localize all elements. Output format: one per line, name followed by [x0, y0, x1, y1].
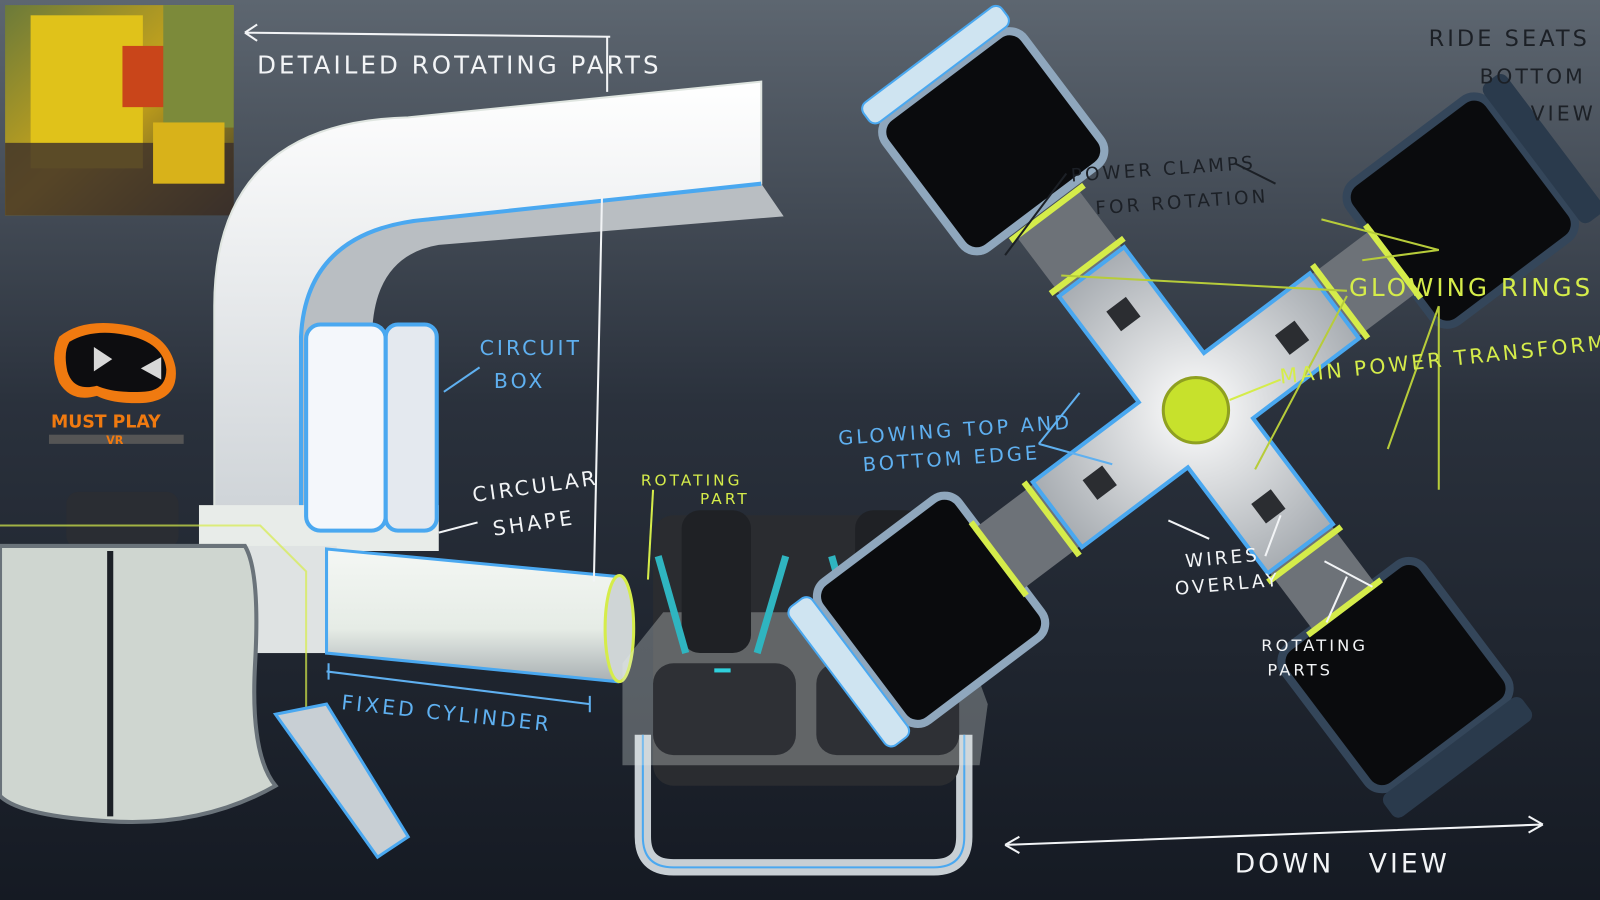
circular-housing — [0, 491, 411, 860]
reference-photo — [5, 5, 234, 216]
seat-left — [653, 510, 796, 756]
label-detailed-rotating-parts: DETAILED ROTATING PARTS — [257, 50, 661, 79]
circuit-box — [304, 322, 439, 533]
label-ride-seats-3: VIEW — [1531, 101, 1596, 125]
fixed-cylinder — [244, 545, 636, 684]
svg-text:MUST PLAY: MUST PLAY — [51, 413, 161, 433]
annotation-lines — [244, 23, 1544, 854]
label-circuit-box: CIRCUIT — [480, 336, 582, 360]
label-ride-seats: RIDE SEATS — [1429, 26, 1590, 52]
main-power-transformer — [1161, 376, 1231, 445]
label-rotating-parts: ROTATING — [1261, 636, 1368, 655]
glowing-rings — [968, 182, 1424, 638]
label-glowing-rings: GLOWING RINGS — [1349, 273, 1593, 302]
label-ride-seats-2: BOTTOM — [1480, 65, 1586, 89]
svg-text:VR: VR — [106, 434, 124, 447]
label-rotating-parts-2: PARTS — [1267, 661, 1333, 680]
label-circuit-box-2: BOX — [494, 369, 546, 393]
label-rotating-part-2: PART — [700, 490, 750, 508]
power-clamps — [1082, 296, 1310, 524]
down-view-rotor — [787, 4, 1600, 818]
label-rotating-part: ROTATING — [641, 472, 743, 490]
must-play-vr-logo: MUST PLAY VR — [48, 322, 184, 447]
label-down-view: DOWN VIEW — [1235, 848, 1450, 879]
